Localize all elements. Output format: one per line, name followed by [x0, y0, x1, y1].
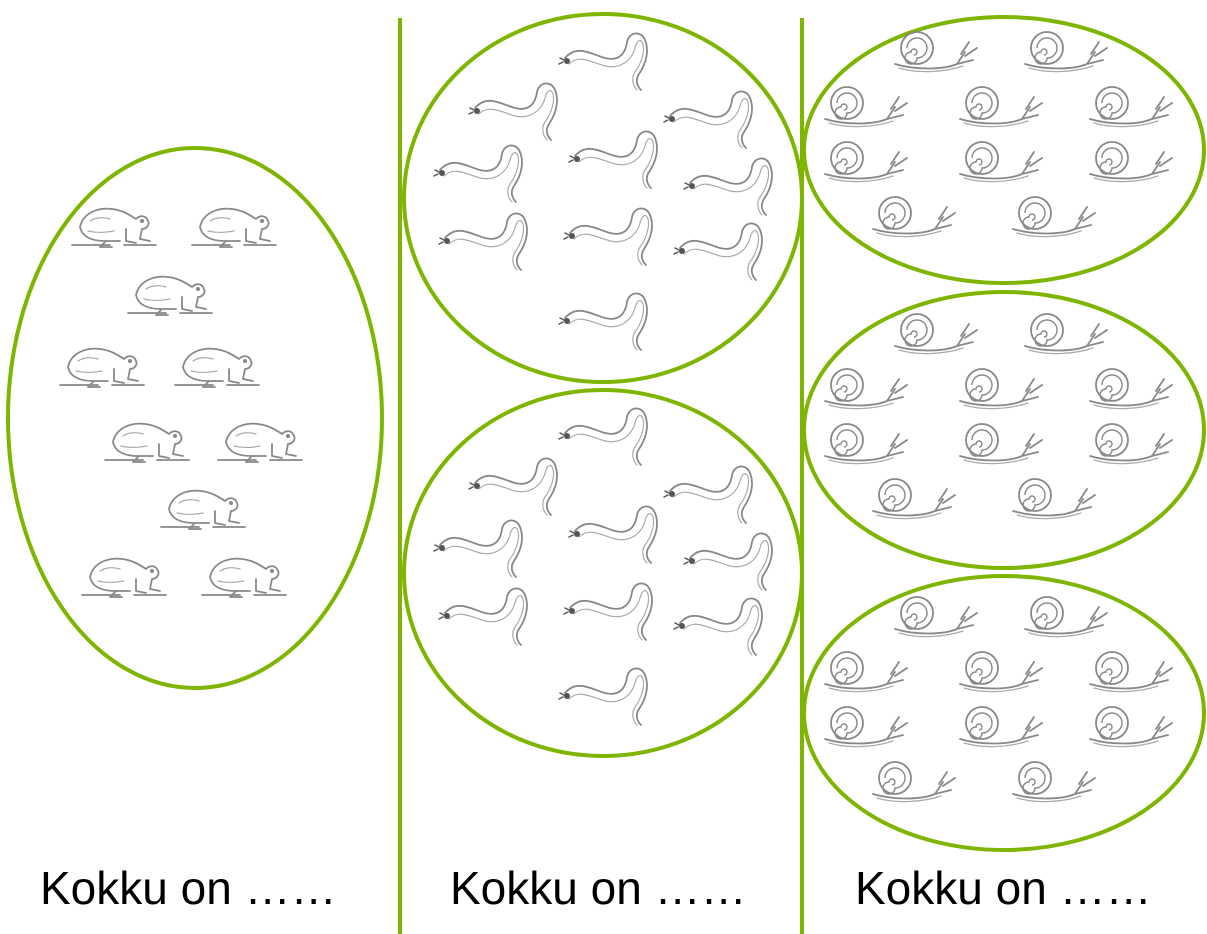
snail-icon	[824, 651, 908, 693]
snail-icon	[959, 141, 1043, 183]
snail-icon	[1024, 596, 1108, 638]
animal-group	[802, 290, 1206, 570]
frog-icon	[160, 489, 246, 530]
snail-icon	[824, 368, 908, 410]
snail-icon	[959, 86, 1043, 128]
snail-icon	[1012, 478, 1096, 520]
snail-icon	[872, 196, 956, 238]
worm-icon	[438, 212, 528, 271]
worm-icon	[558, 292, 648, 351]
worm-icon	[568, 130, 658, 189]
animal-group	[6, 146, 384, 690]
snail-icon	[1089, 86, 1173, 128]
snail-icon	[959, 706, 1043, 748]
snail-icon	[1089, 141, 1173, 183]
group-ellipse	[402, 388, 804, 758]
snail-icon	[872, 761, 956, 803]
frog-icon	[104, 422, 190, 463]
group-ellipse	[802, 574, 1206, 852]
snail-icon	[824, 141, 908, 183]
animal-group	[802, 574, 1206, 852]
frog-icon	[217, 422, 303, 463]
snail-icon	[1012, 196, 1096, 238]
column-3-caption: Kokku on ……	[855, 862, 1152, 914]
worm-icon	[683, 157, 773, 216]
group-ellipse	[802, 15, 1206, 285]
worm-icon	[563, 582, 653, 641]
worm-icon	[433, 519, 523, 578]
frog-icon	[59, 347, 145, 388]
group-ellipse	[402, 12, 804, 384]
worm-icon	[683, 532, 773, 591]
worm-icon	[558, 667, 648, 726]
snail-icon	[894, 596, 978, 638]
snail-icon	[1089, 368, 1173, 410]
column-1-caption: Kokku on ……	[40, 862, 337, 914]
snail-icon	[824, 86, 908, 128]
snail-icon	[1089, 423, 1173, 465]
snail-icon	[959, 368, 1043, 410]
groups-layer	[6, 12, 1206, 852]
snail-icon	[1024, 313, 1108, 355]
group-ellipse	[802, 290, 1206, 570]
worm-icon	[558, 407, 648, 466]
worm-icon	[468, 82, 558, 141]
worm-icon	[433, 144, 523, 203]
snail-icon	[1089, 651, 1173, 693]
frog-icon	[174, 347, 260, 388]
worm-icon	[438, 587, 528, 646]
worm-icon	[468, 457, 558, 516]
animal-group	[402, 388, 804, 758]
snail-icon	[824, 706, 908, 748]
animal-group	[402, 12, 804, 384]
snail-icon	[894, 313, 978, 355]
worm-icon	[558, 32, 648, 91]
group-ellipse	[6, 146, 384, 690]
snail-icon	[959, 651, 1043, 693]
animal-group	[802, 15, 1206, 285]
frog-icon	[127, 275, 213, 316]
frog-icon	[71, 207, 157, 248]
worm-icon	[673, 597, 763, 656]
frog-icon	[191, 207, 277, 248]
worm-icon	[563, 207, 653, 266]
worm-icon	[663, 90, 753, 149]
worm-icon	[663, 465, 753, 524]
snail-icon	[894, 31, 978, 73]
worm-icon	[673, 222, 763, 281]
snail-icon	[959, 423, 1043, 465]
snail-icon	[1012, 761, 1096, 803]
snail-icon	[1089, 706, 1173, 748]
frog-icon	[81, 557, 167, 598]
column-2-caption: Kokku on ……	[450, 862, 747, 914]
snail-icon	[1024, 31, 1108, 73]
worm-icon	[568, 505, 658, 564]
snail-icon	[824, 423, 908, 465]
frog-icon	[201, 557, 287, 598]
snail-icon	[872, 478, 956, 520]
